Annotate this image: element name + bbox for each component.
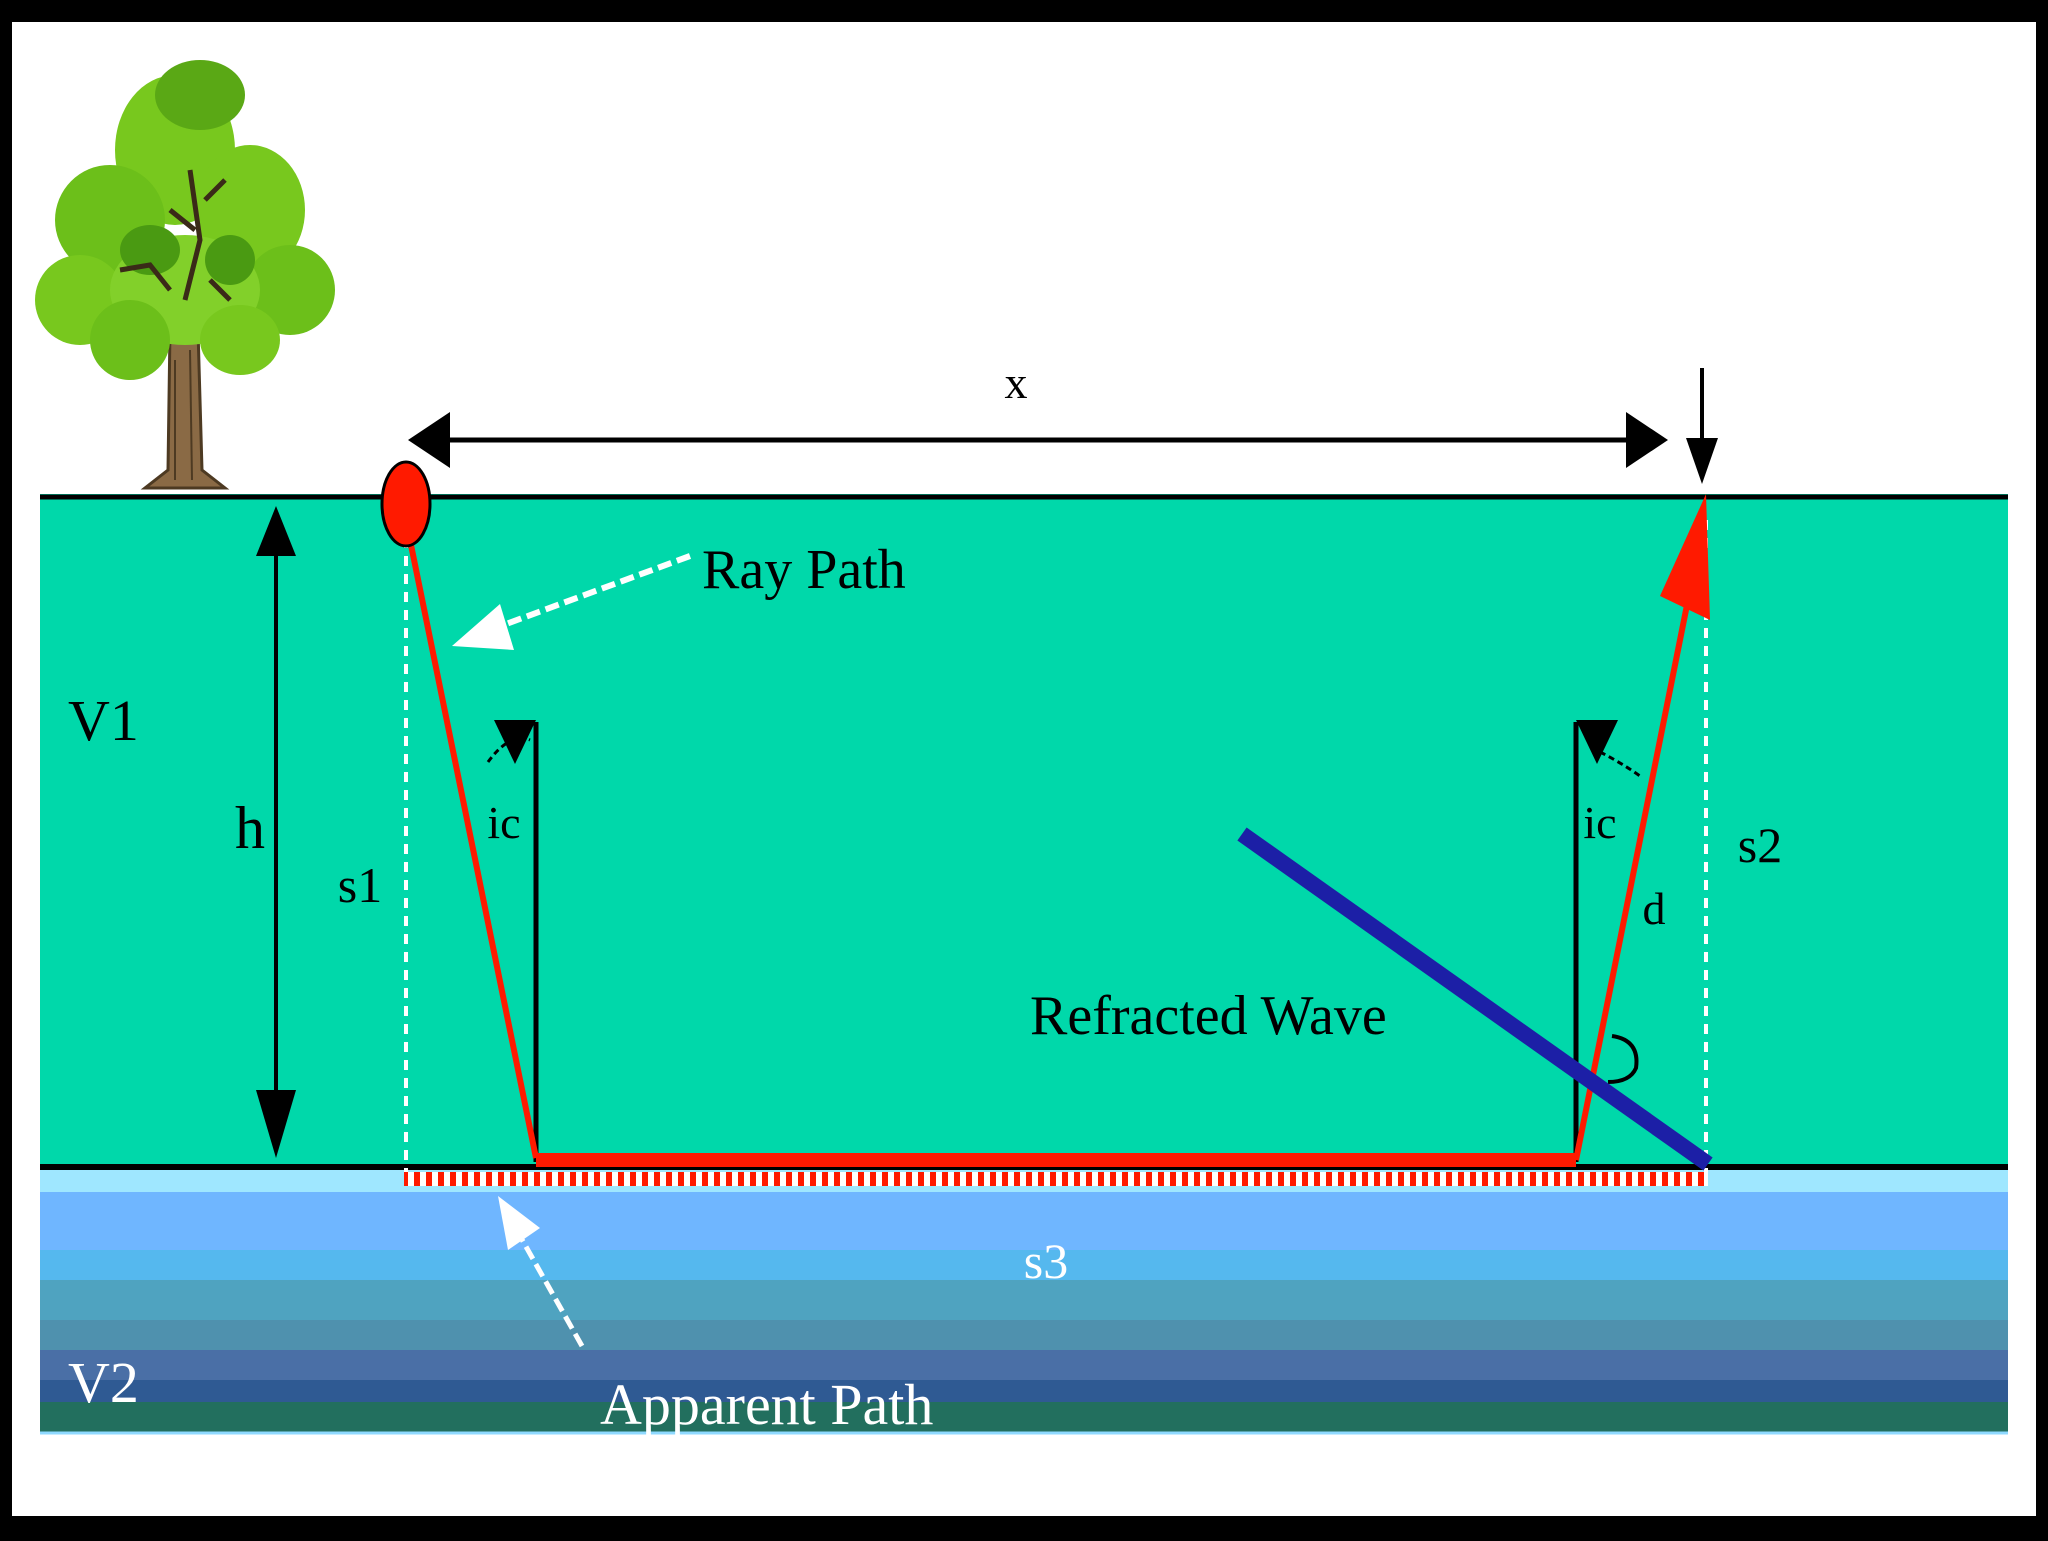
normal-left-marker (494, 720, 536, 764)
distance-arrow (408, 412, 1668, 468)
angle-arc-wavefront (1607, 1034, 1639, 1084)
ray-path-up (1573, 559, 1699, 1161)
apparent-path-pointer (498, 1196, 585, 1348)
angle-arc-left (486, 736, 531, 763)
layer-v2 (40, 1170, 2008, 1435)
apparent-path-bottom (404, 1172, 1708, 1186)
angle-arc-right (1599, 750, 1641, 778)
ray-path-pointer (452, 553, 692, 650)
critical-angle-right-label: ic (1583, 797, 1616, 848)
segment2-label: s2 (1738, 817, 1782, 873)
ray-arrowhead (1660, 494, 1710, 620)
receiver-arrow-icon (1686, 368, 1718, 484)
refracted-wavefront (1237, 827, 1713, 1171)
refracted-wave-label: Refracted Wave (1030, 985, 1387, 1047)
segment3-label: s3 (1024, 1233, 1068, 1289)
layer2-label: V2 (68, 1350, 139, 1415)
ray-path-down (407, 539, 539, 1159)
critical-angle-left-label: ic (487, 797, 520, 848)
thickness-label: h (235, 795, 265, 861)
segment1-label: s1 (338, 857, 382, 913)
segment-d-label: d (1643, 883, 1666, 934)
ray-path-label: Ray Path (702, 539, 906, 601)
source-marker (380, 460, 432, 548)
layer1-label: V1 (68, 688, 139, 753)
tree-icon (35, 60, 335, 490)
apparent-path-label: Apparent Path (600, 1372, 933, 1437)
layer-v1 (40, 494, 2008, 1168)
normal-right-marker (1576, 720, 1618, 764)
distance-label: x (1005, 357, 1028, 408)
thickness-arrow (256, 506, 296, 1158)
